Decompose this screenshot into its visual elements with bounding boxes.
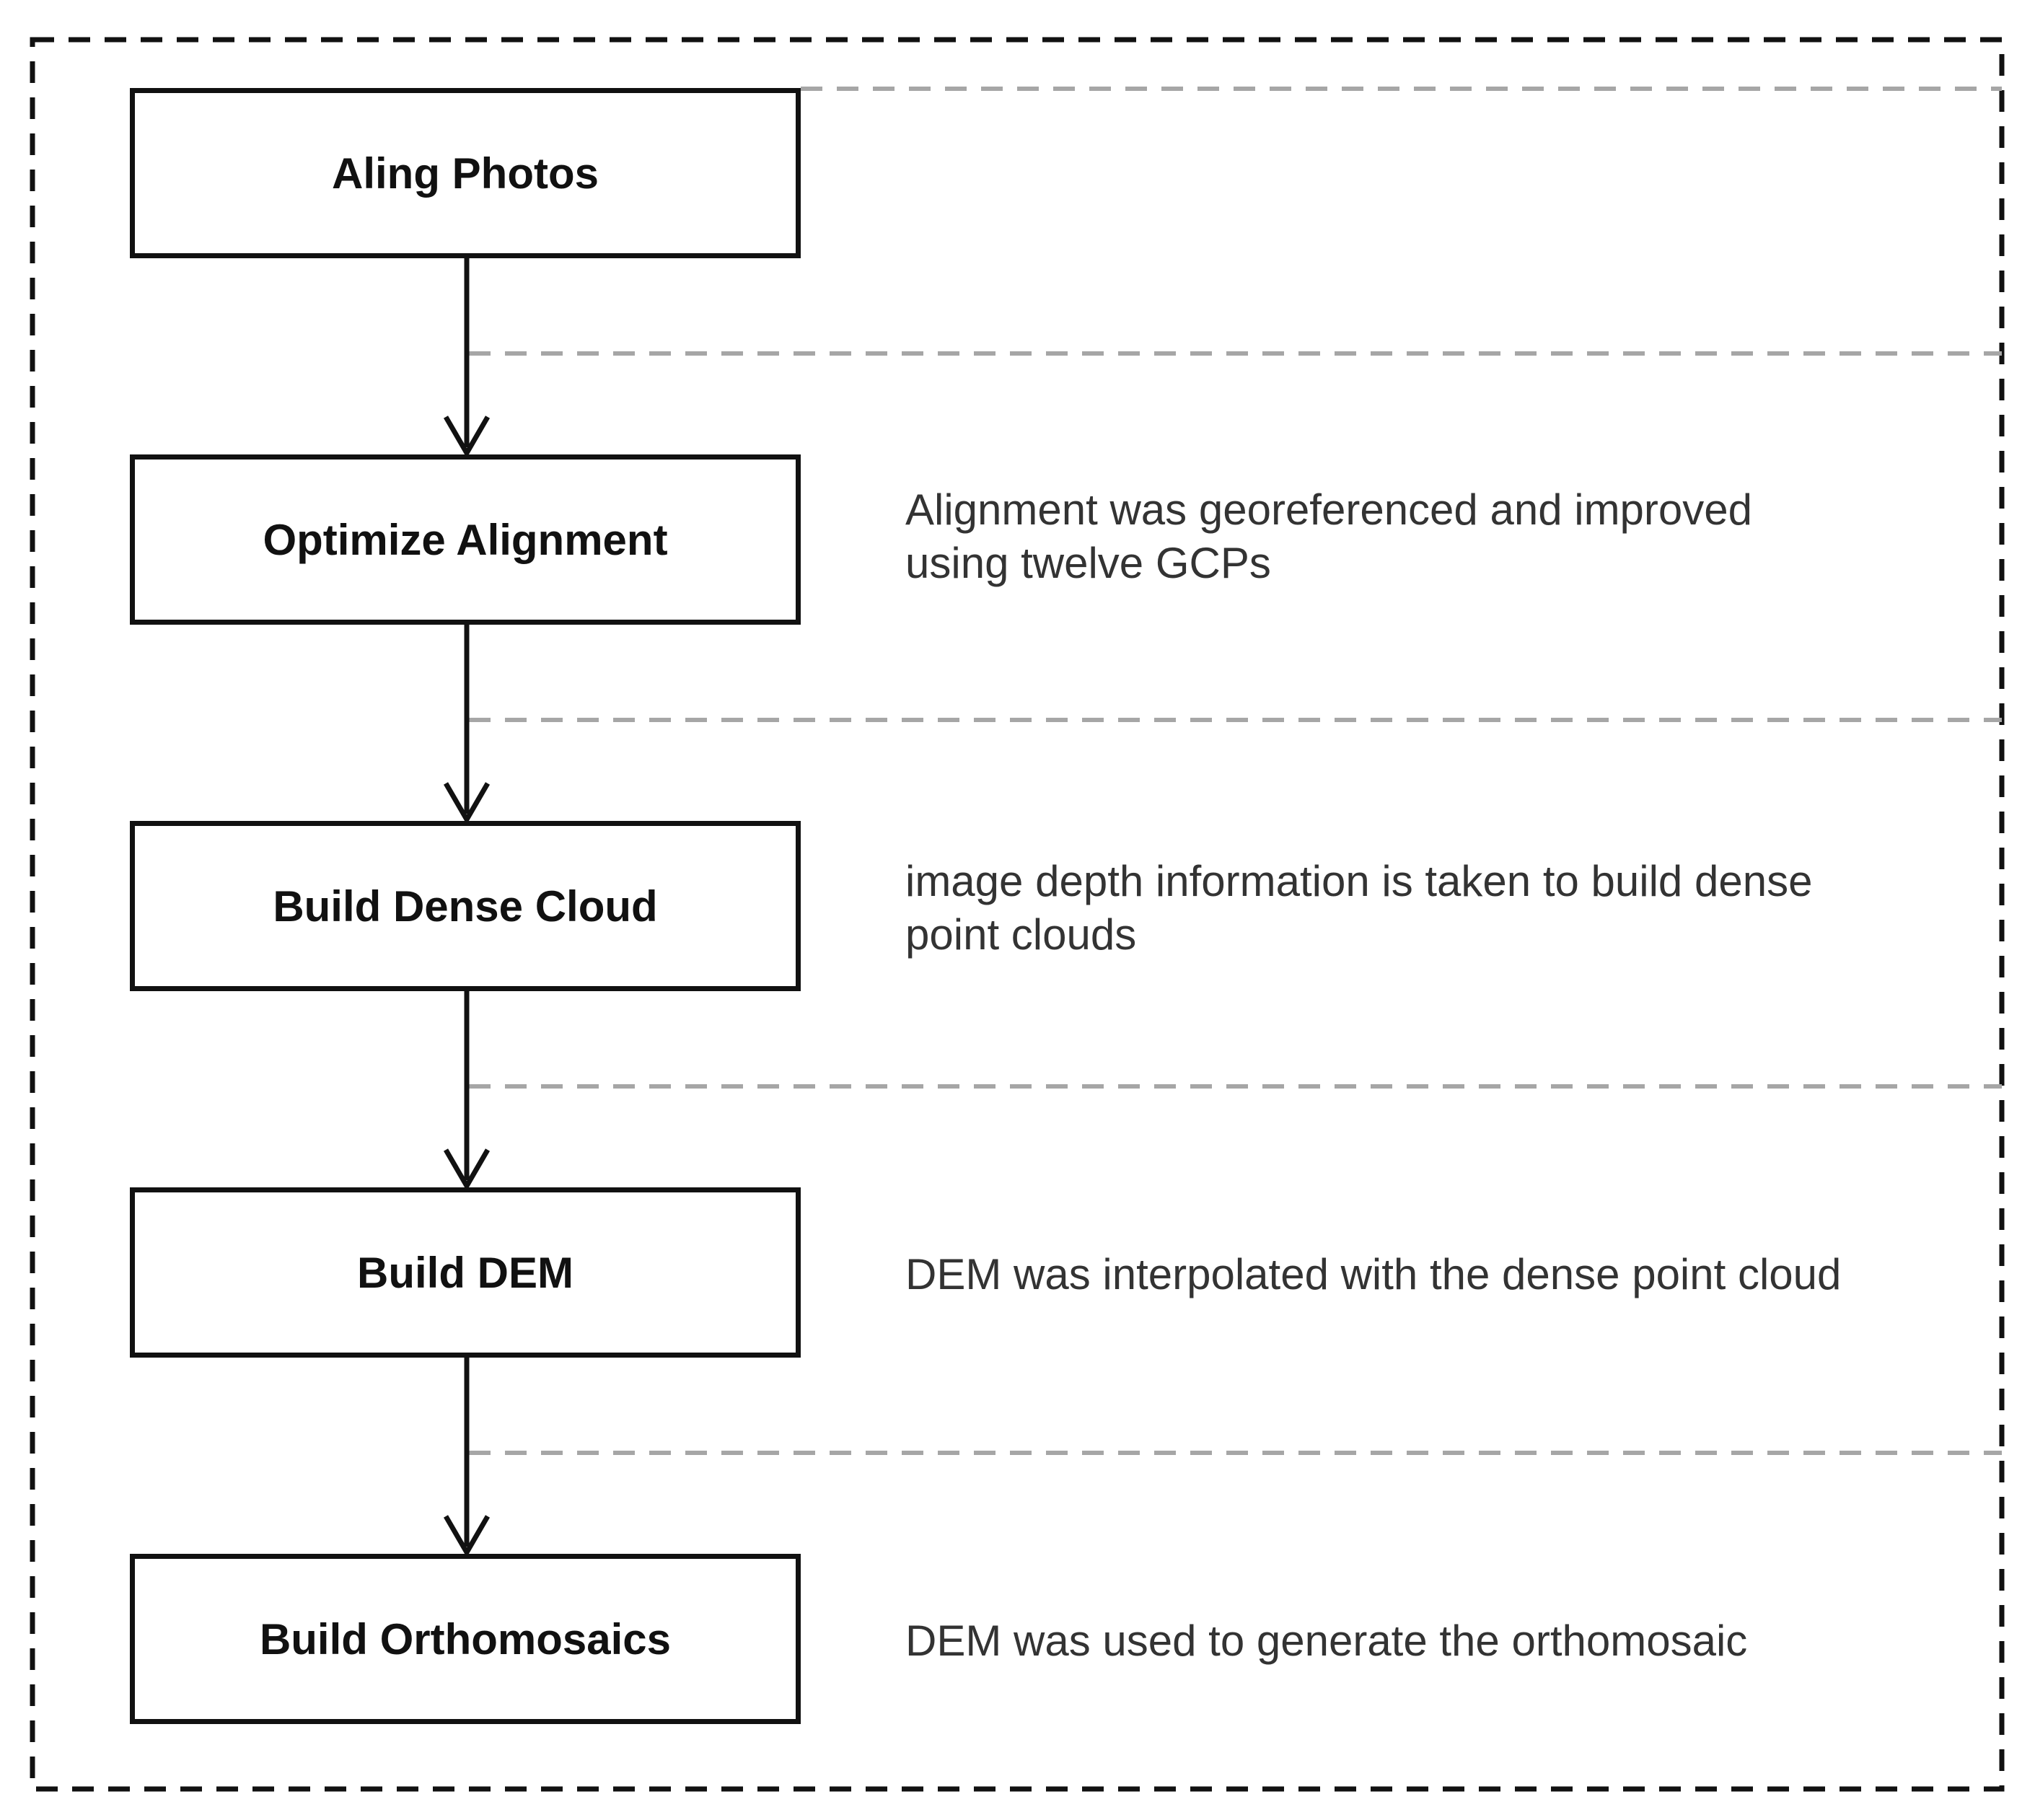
step-label: Optimize Alignment: [263, 515, 668, 564]
arrowhead-2: [443, 782, 491, 825]
step-box-aling-photos: Aling Photos: [130, 88, 801, 258]
step-label: Build DEM: [357, 1248, 573, 1297]
step-box-build-orthomosaics: Build Orthomosaics: [130, 1554, 801, 1724]
step-box-optimize-alignment: Optimize Alignment: [130, 454, 801, 625]
step-box-build-dense-cloud: Build Dense Cloud: [130, 821, 801, 991]
arrowhead-1: [443, 416, 491, 458]
arrowhead-3: [443, 1148, 491, 1191]
step-note-build-dem: DEM was interpolated with the dense poin…: [905, 1250, 1842, 1298]
step-note-build-orthomosaics: DEM was used to generate the orthomosaic: [905, 1617, 1748, 1665]
step-label: Build Orthomosaics: [259, 1614, 672, 1663]
step-box-build-dem: Build DEM: [130, 1187, 801, 1358]
step-label: Aling Photos: [332, 149, 599, 198]
step-label: Build Dense Cloud: [273, 882, 658, 931]
outer-dashed-frame: [30, 37, 2005, 1792]
step-note-build-dense-cloud: image depth information is taken to buil…: [905, 857, 1813, 959]
arrowhead-4: [443, 1515, 491, 1557]
step-note-optimize-alignment: Alignment was georeferenced and improved…: [905, 485, 1753, 587]
